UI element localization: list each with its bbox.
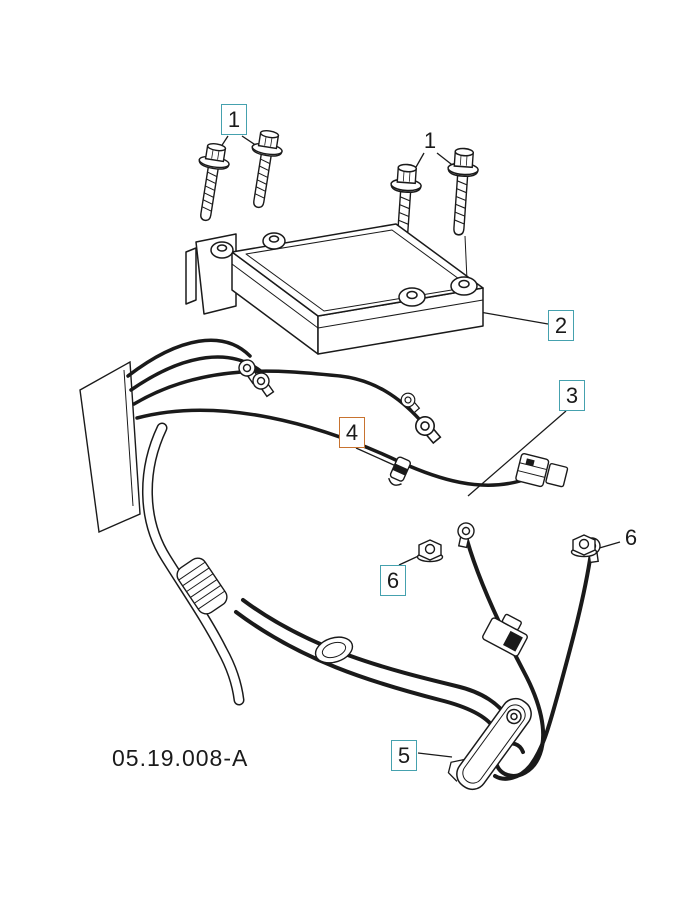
- part-number: 05.19.008-A: [112, 745, 249, 771]
- corrugated-boot: [176, 557, 228, 615]
- chassis-panel: [79, 360, 141, 534]
- callout-6-left[interactable]: 6: [380, 565, 406, 596]
- inline-connector: [482, 613, 528, 657]
- cable-loop: [314, 636, 354, 664]
- callout-6-right: 6: [624, 524, 638, 550]
- mounting-bracket: [447, 697, 532, 791]
- callout-3[interactable]: 3: [559, 380, 585, 411]
- flange-nuts: [416, 534, 598, 563]
- leader-lines: [212, 135, 621, 758]
- cable-clamp: [388, 456, 412, 486]
- callout-1-left[interactable]: 1: [221, 104, 247, 135]
- harness-connector: [515, 453, 569, 488]
- callout-1-right: 1: [423, 127, 437, 153]
- callout-2[interactable]: 2: [548, 310, 574, 341]
- callout-5[interactable]: 5: [391, 740, 417, 771]
- callout-4[interactable]: 4: [339, 417, 365, 448]
- control-module: [185, 223, 484, 355]
